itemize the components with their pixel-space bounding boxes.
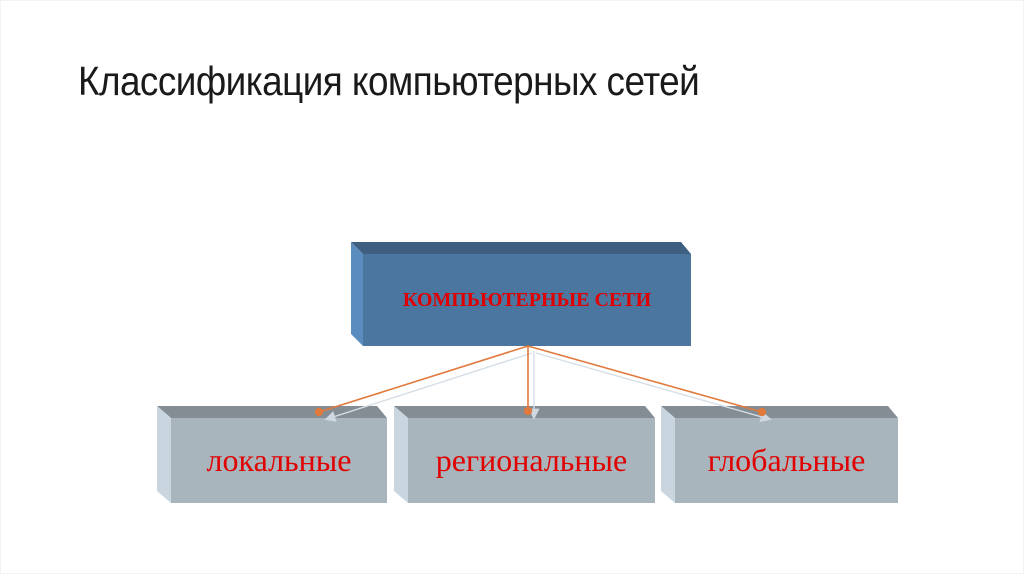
child-node-box-regional — [394, 406, 655, 503]
root-node-top — [351, 242, 691, 254]
slide-title: Классификация компьютерных сетей — [78, 58, 700, 104]
child-node-face — [675, 418, 898, 503]
child-node-face — [171, 418, 387, 503]
child-node-top — [394, 406, 655, 418]
child-node-label-local: локальные — [206, 442, 352, 478]
connector-to-local — [314, 345, 529, 417]
root-node-box — [351, 242, 691, 346]
child-node-top — [661, 406, 898, 418]
root-node-label: КОМПЬЮТЕРНЫЕ СЕТИ — [402, 288, 652, 311]
connectors — [314, 345, 767, 417]
connector-shadows — [324, 351, 772, 423]
root-node-face — [363, 254, 691, 346]
child-node-label-global: глобальные — [707, 442, 866, 478]
child-node-face — [408, 418, 655, 503]
child-node-side — [661, 406, 675, 503]
child-node-side — [157, 406, 171, 503]
child-node-label-regional: региональные — [435, 442, 628, 478]
connector-to-global — [527, 345, 767, 417]
child-node-top — [157, 406, 387, 418]
child-node-box-global — [661, 406, 898, 503]
root-node-side — [351, 242, 363, 346]
child-node-side — [394, 406, 408, 503]
